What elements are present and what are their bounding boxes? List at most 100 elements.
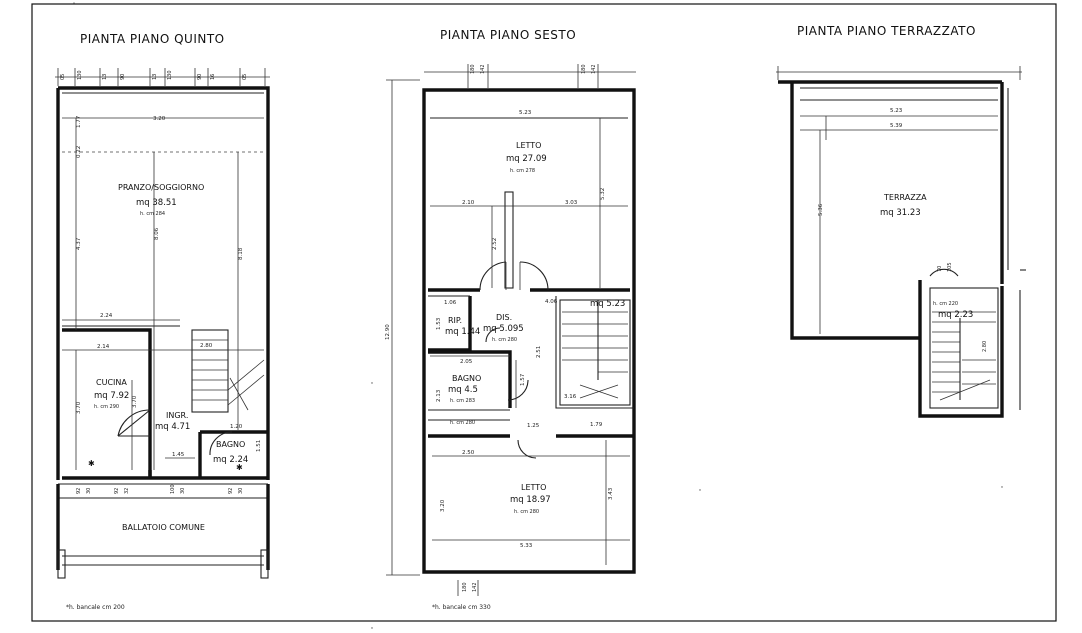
sheet-border: [31, 3, 1057, 622]
sixth-dim-205: 2.05: [460, 359, 473, 365]
fifth-room-bath-name: BAGNO: [216, 440, 245, 449]
sixth-dim-w-top: 5.23: [519, 110, 532, 116]
fifth-room-kitchen-height: h. cm 290: [94, 404, 119, 410]
terrace-dim-105: 105: [947, 262, 953, 272]
terrace-dim-536: 5.36: [818, 203, 824, 216]
speck-dot: [699, 489, 701, 491]
fifth-dim-224: 2.24: [100, 313, 113, 319]
sixth-room-storage-area: mq 1.44: [445, 327, 480, 337]
fifth-tick-5: 13: [152, 74, 158, 80]
plan-title-sixth: PIANTA PIANO SESTO: [440, 28, 576, 42]
fifth-dim-151: 1.51: [256, 440, 262, 452]
sixth-dim-213: 2.13: [436, 389, 442, 402]
fifth-btick-5: 100: [170, 484, 176, 494]
fifth-room-kitchen-area: mq 7.92: [94, 391, 129, 401]
terrace-dim-70: 70: [937, 266, 943, 272]
fifth-dim-145: 1.45: [172, 452, 185, 458]
sixth-dim-153: 1.53: [436, 317, 442, 330]
terrace-dim-stair: 2.80: [982, 341, 988, 352]
fifth-tick-3: 13: [102, 74, 108, 80]
fifth-btick-4: 32: [124, 488, 130, 494]
speck-dot: [371, 627, 373, 629]
fifth-dim-h-right: 8.18: [238, 247, 244, 260]
sixth-dim-343: 3.43: [608, 487, 614, 500]
sixth-room-storage-name: RIP.: [448, 316, 462, 325]
sixth-dim-250: 2.50: [462, 450, 475, 456]
fifth-room-entry-name: INGR.: [166, 411, 188, 420]
fifth-room-living-name: PRANZO/SOGGIORNO: [118, 183, 204, 192]
fifth-dim-k-h: 3.70: [76, 401, 82, 414]
sixth-dim-320: 3.20: [440, 499, 446, 512]
terrace-stair-area: mq 2.23: [938, 310, 973, 320]
fifth-tick-6: 130: [167, 70, 173, 80]
sixth-dim-157: 1.57: [520, 373, 526, 386]
fifth-dim-h-left: 4.37: [76, 237, 82, 250]
fifth-btick-8: 30: [238, 488, 244, 494]
fifth-note: *h. bancale cm 200: [66, 604, 125, 611]
sixth-dim-bottom: 5.33: [520, 543, 533, 549]
sixth-dim-316: 3.16: [564, 394, 577, 400]
sixth-dim-251: 2.51: [536, 346, 542, 358]
sixth-dim-106: 1.06: [444, 300, 457, 306]
sixth-dim-h350: h. cm 280: [450, 420, 475, 426]
terrace-room-area: mq 31.23: [880, 208, 921, 218]
sixth-room-bed2-area: mq 18.97: [510, 495, 551, 505]
fifth-btick-1: 92: [76, 488, 82, 494]
fifth-tick-8: 16: [210, 74, 216, 80]
terrace-dim-539: 5.39: [890, 123, 903, 129]
fifth-tick-2: 130: [77, 70, 83, 80]
fifth-btick-6: 30: [180, 488, 186, 494]
sixth-room-stair-area: mq 5.23: [590, 299, 625, 309]
sixth-dim-532: 5.32: [600, 188, 606, 200]
sixth-room-bed2-height: h. cm 280: [514, 509, 539, 515]
sixth-dim-406: 4.06: [545, 299, 558, 305]
fifth-dim-120: 1.20: [230, 424, 243, 430]
fifth-top-ticks: [57, 68, 266, 86]
sixth-btick-1: 180: [462, 582, 468, 592]
fifth-window-marker: ✱: [88, 459, 95, 468]
fifth-tick-4: 90: [120, 74, 126, 80]
fifth-room-bath-area: mq 2.24: [213, 455, 248, 465]
sixth-tick-3: 180: [581, 64, 587, 74]
sixth-room-hall-area: mq 5.095: [483, 324, 524, 334]
fifth-tick-7: 90: [197, 74, 203, 80]
terrace-stair-height: h. cm 220: [933, 301, 958, 307]
fifth-room-living-height: h. cm 284: [140, 211, 165, 217]
fifth-dim-177: 1.77: [76, 115, 82, 128]
sixth-tick-2: 142: [480, 64, 486, 74]
sixth-dim-125: 1.25: [527, 423, 540, 429]
speck-dot: [371, 382, 373, 384]
sixth-room-bed1-height: h. cm 278: [510, 168, 535, 174]
sixth-note: *h. bancale cm 330: [432, 604, 491, 611]
sixth-dim-total: 12.90: [385, 324, 391, 340]
terrace-room-name: TERRAZZA: [883, 193, 927, 202]
plan-title-fifth: PIANTA PIANO QUINTO: [80, 32, 225, 46]
fifth-btick-2: 30: [86, 488, 92, 494]
fifth-dim-022: 0.22: [76, 146, 82, 158]
terrace-dim-523: 5.23: [890, 108, 903, 114]
plan-title-terrace: PIANTA PIANO TERRAZZATO: [797, 24, 976, 38]
fifth-dim-stair: 2.80: [200, 343, 213, 349]
fifth-bottom-ticks: 92 30 92 32 100 30 92 30: [76, 484, 244, 494]
sixth-room-bed1-area: mq 27.09: [506, 154, 547, 164]
sixth-tick-4: 142: [591, 64, 597, 74]
fifth-btick-7: 92: [228, 488, 234, 494]
sixth-tick-1: 180: [470, 64, 476, 74]
fifth-dim-w-top: 3.20: [153, 116, 166, 122]
sixth-room-bath-name: BAGNO: [452, 374, 481, 383]
terrace-stair-steps: [932, 311, 996, 401]
sixth-room-bath-height: h. cm 283: [450, 398, 475, 404]
fifth-room-kitchen-name: CUCINA: [96, 378, 127, 387]
speck-dot: [73, 2, 75, 4]
plan-terrace: 5.23 5.39 5.36 70 105 2.80 TERRAZZA mq 3…: [776, 66, 1026, 418]
sixth-dim-210: 2.10: [462, 200, 475, 206]
fifth-room-balcony-name: BALLATOIO COMUNE: [122, 523, 205, 532]
sixth-room-hall-height: h. cm 280: [492, 337, 517, 343]
fifth-dim-214: 2.14: [97, 344, 110, 350]
sixth-stair-steps: [562, 300, 628, 399]
plan-sixth: 12.90 180 142 180 142: [385, 64, 636, 611]
fifth-window-marker-2: ✱: [236, 463, 243, 472]
plan-fifth: 05 130 13 90 13 130 90 16 05: [55, 68, 270, 611]
fifth-tick-9: 05: [242, 74, 248, 80]
